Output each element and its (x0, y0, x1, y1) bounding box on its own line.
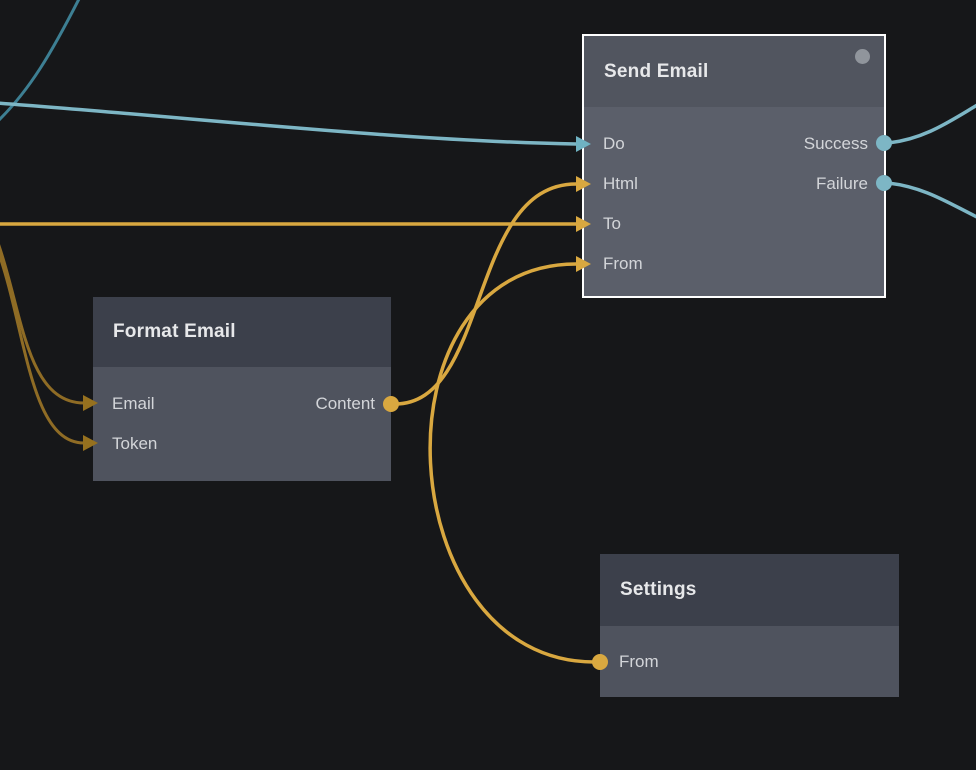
port-row: Token (93, 424, 391, 464)
wire-offscreen-teal[interactable] (0, 0, 81, 122)
wire-to-token[interactable] (0, 251, 86, 445)
node-title: Format Email (113, 321, 236, 342)
port-label-failure: Failure (816, 174, 868, 193)
port-label-token: Token (112, 434, 158, 453)
wire-to-email[interactable] (0, 243, 86, 405)
port-row: Html Failure (584, 164, 884, 204)
port-label-html: Html (603, 174, 638, 193)
node-send-email-body: Do Success Html Failure To From (584, 107, 884, 284)
port-row: Do Success (584, 124, 884, 164)
node-send-email[interactable]: Send Email Do Success Html Failure To Fr… (582, 34, 886, 298)
node-settings[interactable]: Settings From (600, 554, 899, 697)
wire-to-do[interactable] (0, 101, 578, 146)
node-settings-header[interactable]: Settings (600, 554, 899, 626)
port-label-to: To (603, 214, 621, 233)
port-label-content: Content (315, 394, 375, 413)
port-label-from: From (603, 254, 643, 273)
wire-failure-out[interactable] (886, 181, 976, 219)
node-format-email-header[interactable]: Format Email (93, 297, 391, 367)
node-title: Send Email (604, 60, 709, 82)
port-label-do: Do (603, 134, 625, 153)
node-settings-body: From (600, 626, 899, 682)
port-row: To (584, 204, 884, 244)
node-format-email-body: Email Content Token (93, 367, 391, 464)
wire-settings-to-from[interactable] (428, 262, 596, 664)
node-title: Settings (620, 579, 697, 600)
port-row: From (584, 244, 884, 284)
port-label-email: Email (112, 394, 155, 413)
port-row: From (600, 642, 899, 682)
port-label-settings-from: From (619, 652, 659, 671)
wire-content-to-html[interactable] (393, 182, 578, 406)
port-row: Email Content (93, 384, 391, 424)
port-label-success: Success (803, 134, 868, 153)
wire-success-out[interactable] (886, 103, 976, 145)
node-send-email-header[interactable]: Send Email (584, 36, 884, 107)
node-format-email[interactable]: Format Email Email Content Token (93, 297, 391, 481)
status-dot (855, 49, 870, 64)
